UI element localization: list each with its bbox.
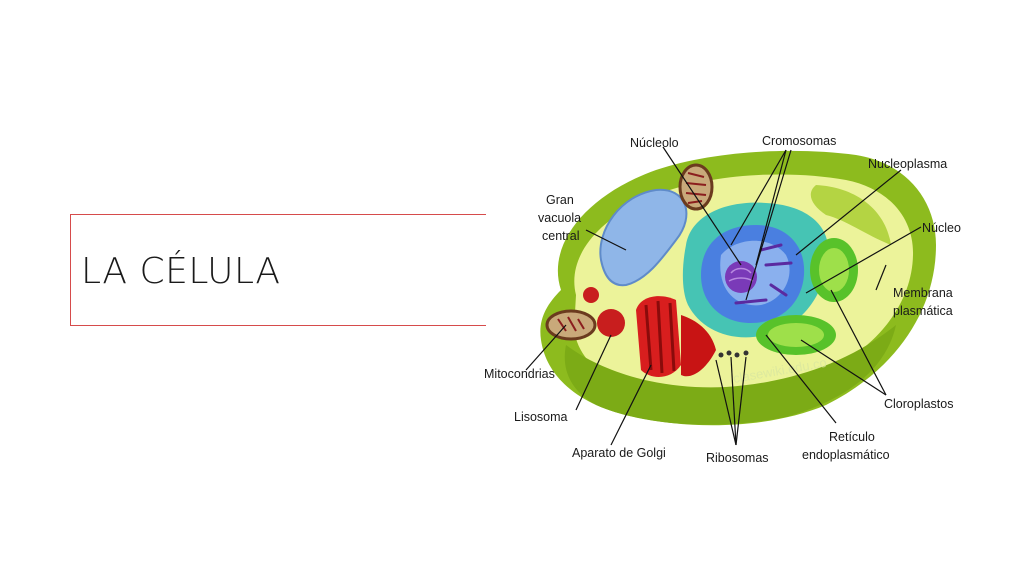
label-nucleolo: Núcleolo bbox=[630, 136, 679, 150]
mitochondrion-top-cristae bbox=[685, 172, 707, 204]
label-gran: Gran bbox=[546, 193, 574, 207]
cell-lower-band bbox=[564, 325, 896, 425]
lysosome-small bbox=[583, 287, 599, 303]
ribosome bbox=[718, 352, 724, 358]
slide-title: LA CÉLULA bbox=[81, 251, 281, 292]
golgi-folds bbox=[644, 300, 676, 374]
label-mitocondrias: Mitocondrias bbox=[484, 367, 555, 381]
label-lisosoma: Lisosoma bbox=[514, 410, 568, 424]
label-nucleo: Núcleo bbox=[922, 221, 961, 235]
title-box: LA CÉLULA bbox=[70, 214, 486, 326]
label-membrana: Membrana bbox=[893, 286, 953, 300]
nucleolus bbox=[725, 261, 757, 293]
ribosome bbox=[743, 350, 749, 356]
label-reticulo: Retículo bbox=[829, 430, 875, 444]
leader-lines bbox=[525, 146, 922, 446]
chloroplast-right-inner bbox=[819, 248, 849, 292]
golgi-right-stack bbox=[681, 315, 716, 377]
lysosome bbox=[597, 309, 625, 337]
label-aparato-golgi: Aparato de Golgi bbox=[572, 446, 666, 460]
label-endoplasmatico: endoplasmático bbox=[802, 448, 890, 462]
label-vacuola: vacuola bbox=[538, 211, 581, 225]
ribosome bbox=[726, 350, 732, 356]
cell-diagram: clasewiki.edu.co Núcleolo Cromosomas Nuc… bbox=[484, 134, 961, 465]
vacuole bbox=[599, 188, 688, 287]
label-plasmatica: plasmática bbox=[893, 304, 953, 318]
mitochondrion-left bbox=[545, 309, 597, 341]
mitochondrion-left-cristae bbox=[557, 316, 585, 332]
label-central: central bbox=[542, 229, 580, 243]
label-ribosomas: Ribosomas bbox=[706, 451, 769, 465]
label-cromosomas: Cromosomas bbox=[762, 134, 836, 148]
inner-membrane-patch bbox=[810, 185, 891, 245]
chloroplast-bottom-inner bbox=[768, 323, 824, 347]
label-nucleoplasma: Nucleoplasma bbox=[868, 157, 947, 171]
label-cloroplastos: Cloroplastos bbox=[884, 397, 953, 411]
ribosome bbox=[734, 352, 740, 358]
chromosomes bbox=[734, 243, 793, 305]
nucleolus-texture bbox=[728, 267, 754, 282]
